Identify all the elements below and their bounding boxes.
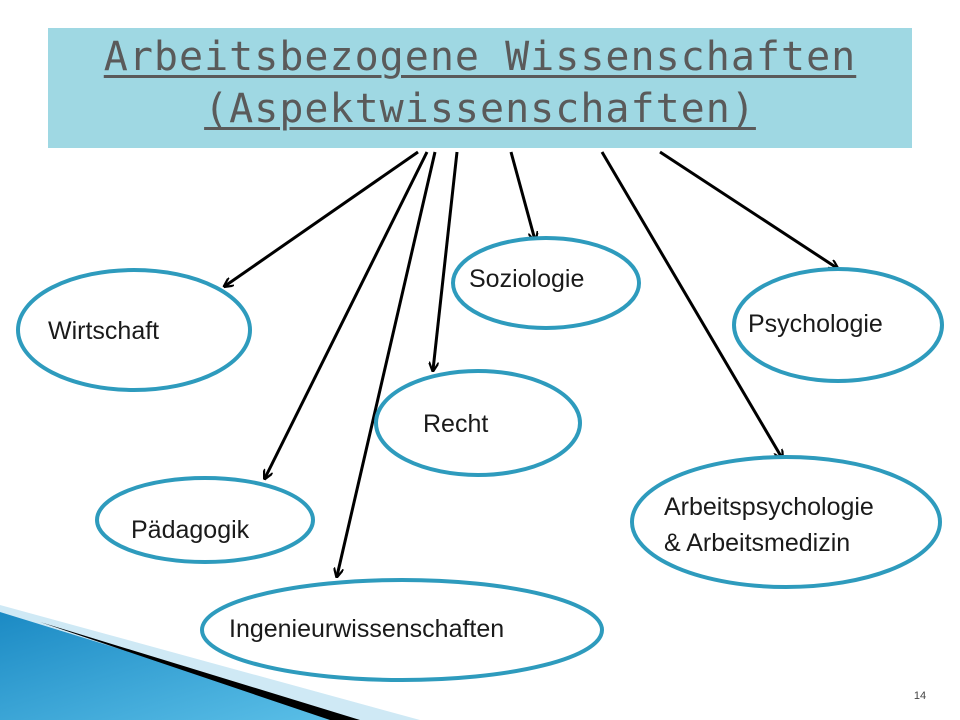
node-wirtschaft — [16, 268, 252, 392]
arrow-to-paedagogik — [265, 151, 429, 478]
arrow-to-psychologie — [659, 150, 837, 268]
arrows — [225, 150, 837, 576]
node-soziologie — [451, 236, 641, 330]
node-arbeitspsychologie — [630, 455, 942, 589]
arrow-to-wirtschaft — [225, 150, 419, 286]
arrow-to-arbeitspsychologie — [600, 151, 782, 458]
node-label-arbeitsmedizin: & Arbeitsmedizin — [664, 529, 851, 557]
node-paedagogik — [95, 476, 315, 564]
arrow-to-recht — [433, 151, 459, 370]
node-label-recht: Recht — [423, 410, 489, 438]
node-label-arbeitspsychologie: Arbeitspsychologie — [664, 493, 874, 521]
node-label-psychologie: Psychologie — [748, 310, 883, 338]
node-label-soziologie: Soziologie — [469, 265, 585, 293]
slide-title-line-2: (Aspektwissenschaften) — [204, 86, 756, 132]
corner-black-stroke — [40, 622, 360, 720]
node-recht — [374, 369, 582, 477]
node-ingenieur — [200, 578, 604, 682]
corner-decoration — [0, 605, 420, 720]
arrow-to-ingenieur — [337, 151, 437, 576]
node-label-paedagogik: Pädagogik — [131, 516, 250, 544]
page-number: 14 — [913, 690, 927, 702]
nodes — [16, 236, 944, 682]
arrow-to-soziologie — [509, 151, 535, 240]
title-band: Arbeitsbezogene Wissenschaften (Aspektwi… — [48, 28, 912, 148]
node-label-ingenieur: Ingenieurwissenschaften — [229, 615, 505, 643]
node-label-wirtschaft: Wirtschaft — [48, 317, 160, 345]
slide-title-line-1: Arbeitsbezogene Wissenschaften — [103, 34, 857, 80]
node-psychologie — [732, 267, 944, 383]
